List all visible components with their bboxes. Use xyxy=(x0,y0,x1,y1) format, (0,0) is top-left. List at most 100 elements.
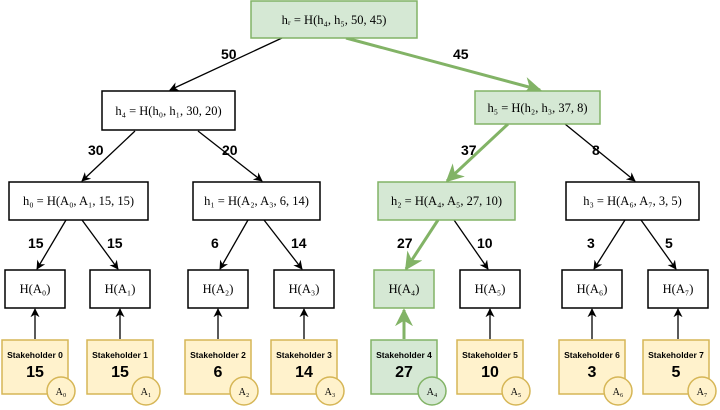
weight-h0-leaf1: 15 xyxy=(107,235,123,251)
leaf-node-4: H(A₄) xyxy=(373,269,435,309)
weight-h4-h0: 30 xyxy=(88,142,104,158)
edge-h1-leaf2 xyxy=(219,219,249,270)
stakeholder-7-stake: 5 xyxy=(672,364,681,381)
leaf-node-6-box xyxy=(561,269,623,309)
stakeholder-1-address: A₁ xyxy=(141,387,152,398)
stakeholder-7: Stakeholder 7 5 A₇ xyxy=(642,339,717,406)
stakeholder-0-address: A₀ xyxy=(56,387,67,398)
leaf-node-3-box xyxy=(273,269,335,309)
stakeholder-4-address-badge xyxy=(417,376,447,406)
stakeholder-2-name: Stakeholder 2 xyxy=(190,350,246,360)
stakeholder-3: Stakeholder 3 14 A₃ xyxy=(270,339,345,406)
weight-h3-leaf6: 3 xyxy=(587,235,595,251)
weight-root-h4: 50 xyxy=(221,46,237,62)
stakeholder-6-stake: 3 xyxy=(588,364,597,381)
stakeholder-6-name: Stakeholder 6 xyxy=(564,350,620,360)
stakeholder-5: Stakeholder 5 10 A₅ xyxy=(456,339,531,406)
stakeholder-3-address-badge xyxy=(315,376,345,406)
weight-root-h5: 45 xyxy=(453,46,469,62)
weight-h2-leaf5: 10 xyxy=(477,235,493,251)
stakeholder-6: Stakeholder 6 3 A₆ xyxy=(558,339,633,406)
stakeholder-5-address: A₅ xyxy=(511,387,522,398)
leaf-node-5-label: H(A₅) xyxy=(475,282,506,296)
leaf-node-5: H(A₅) xyxy=(459,269,521,309)
stakeholder-3-stake: 14 xyxy=(295,364,313,381)
stakeholder-0-name: Stakeholder 0 xyxy=(7,350,63,360)
edge-weights: 50 45 30 20 37 8 15 15 6 14 27 10 3 5 xyxy=(28,46,673,251)
stakeholder-1-address-badge xyxy=(131,376,161,406)
root-node-box xyxy=(250,0,418,39)
leaf-node-5-box xyxy=(459,269,521,309)
node-h0-box xyxy=(8,181,149,221)
edge-h2-leaf5 xyxy=(453,219,489,270)
leaf-node-7-label: H(A₇) xyxy=(663,282,694,296)
stakeholder-6-address-badge xyxy=(603,376,633,406)
edge-h3-leaf6 xyxy=(593,219,626,270)
leaf-node-0-box xyxy=(4,269,66,309)
node-h3-box xyxy=(565,181,700,221)
stakeholder-0-box xyxy=(1,339,69,395)
weight-h5-h3: 8 xyxy=(592,142,600,158)
leaf-node-2-label: H(A₂) xyxy=(203,282,234,296)
stakeholder-7-name: Stakeholder 7 xyxy=(648,350,704,360)
stakeholder-6-address: A₆ xyxy=(613,387,624,398)
stakeholder-0: Stakeholder 0 15 A₀ xyxy=(1,339,76,406)
leaf-node-1: H(A₁) xyxy=(89,269,151,309)
stakeholder-7-address-badge xyxy=(687,376,717,406)
edge-h5-h2 xyxy=(445,122,510,183)
stakeholder-3-name: Stakeholder 3 xyxy=(276,350,332,360)
weight-h1-leaf2: 6 xyxy=(211,235,219,251)
stakeholder-2-address-badge xyxy=(229,376,259,406)
leaf-node-3: H(A₃) xyxy=(273,269,335,309)
weight-h0-leaf0: 15 xyxy=(28,235,44,251)
stakeholder-2-stake: 6 xyxy=(214,364,223,381)
node-h2-label: h₂ = H(A₄, A₅, 27, 10) xyxy=(391,194,502,208)
leaf-node-2: H(A₂) xyxy=(187,269,249,309)
leaf-node-7: H(A₇) xyxy=(647,269,709,309)
edge-h4-h0 xyxy=(81,130,136,182)
stakeholder-6-box xyxy=(558,339,626,395)
node-h1: h₁ = H(A₂, A₃, 6, 14) xyxy=(192,181,321,221)
edge-h4-h1 xyxy=(197,130,263,182)
stakeholder-5-address-badge xyxy=(501,376,531,406)
node-h5-label: h₅ = H(h₂, h₃, 37, 8) xyxy=(488,101,588,115)
node-h2-box xyxy=(377,181,516,221)
edge-root-h5 xyxy=(345,36,542,95)
stakeholder-2: Stakeholder 2 6 A₂ xyxy=(184,339,259,406)
leaf-node-2-box xyxy=(187,269,249,309)
stakeholder-1-name: Stakeholder 1 xyxy=(92,350,148,360)
stakeholder-7-address: A₇ xyxy=(697,387,708,398)
stakeholder-4-name: Stakeholder 4 xyxy=(376,350,432,360)
stakeholder-5-stake: 10 xyxy=(481,364,499,381)
stakeholder-1: Stakeholder 1 15 A₁ xyxy=(86,339,161,406)
node-h4: h₄ = H(h₀, h₁, 30, 20) xyxy=(101,90,236,131)
weight-h2-leaf4: 27 xyxy=(397,235,413,251)
node-h2: h₂ = H(A₄, A₅, 27, 10) xyxy=(377,181,516,221)
root-node-label: hᵣ = H(h₄, h₅, 50, 45) xyxy=(282,13,387,27)
leaf-node-3-label: H(A₃) xyxy=(289,282,320,296)
stakeholder-4-stake: 27 xyxy=(395,364,413,381)
root-node: hᵣ = H(h₄, h₅, 50, 45) xyxy=(250,0,418,39)
node-h3-label: h₃ = H(A₆, A₇, 3, 5) xyxy=(583,194,682,208)
edge-h3-leaf7 xyxy=(640,219,677,270)
node-h0-label: h₀ = H(A₀, A₁, 15, 15) xyxy=(23,194,134,208)
stakeholder-4-address: A₄ xyxy=(427,387,438,398)
leaf-node-0: H(A₀) xyxy=(4,269,66,309)
edge-h2-leaf4 xyxy=(404,219,440,271)
node-h5: h₅ = H(h₂, h₃, 37, 8) xyxy=(474,90,601,125)
node-h4-box xyxy=(101,90,236,131)
node-h3: h₃ = H(A₆, A₇, 3, 5) xyxy=(565,181,700,221)
leaf-node-4-box xyxy=(373,269,435,309)
leaf-node-1-label: H(A₁) xyxy=(105,282,136,296)
node-h1-box xyxy=(192,181,321,221)
weight-h4-h1: 20 xyxy=(222,142,238,158)
stakeholder-2-address: A₂ xyxy=(239,387,250,398)
weight-h5-h2: 37 xyxy=(461,142,477,158)
node-h4-label: h₄ = H(h₀, h₁, 30, 20) xyxy=(115,104,221,118)
weight-h1-leaf3: 14 xyxy=(291,235,307,251)
stakeholder-3-address: A₃ xyxy=(325,387,336,398)
node-h1-label: h₁ = H(A₂, A₃, 6, 14) xyxy=(204,194,309,208)
stakeholder-4: Stakeholder 4 27 A₄ xyxy=(370,339,447,406)
leaf-node-0-label: H(A₀) xyxy=(20,282,51,296)
